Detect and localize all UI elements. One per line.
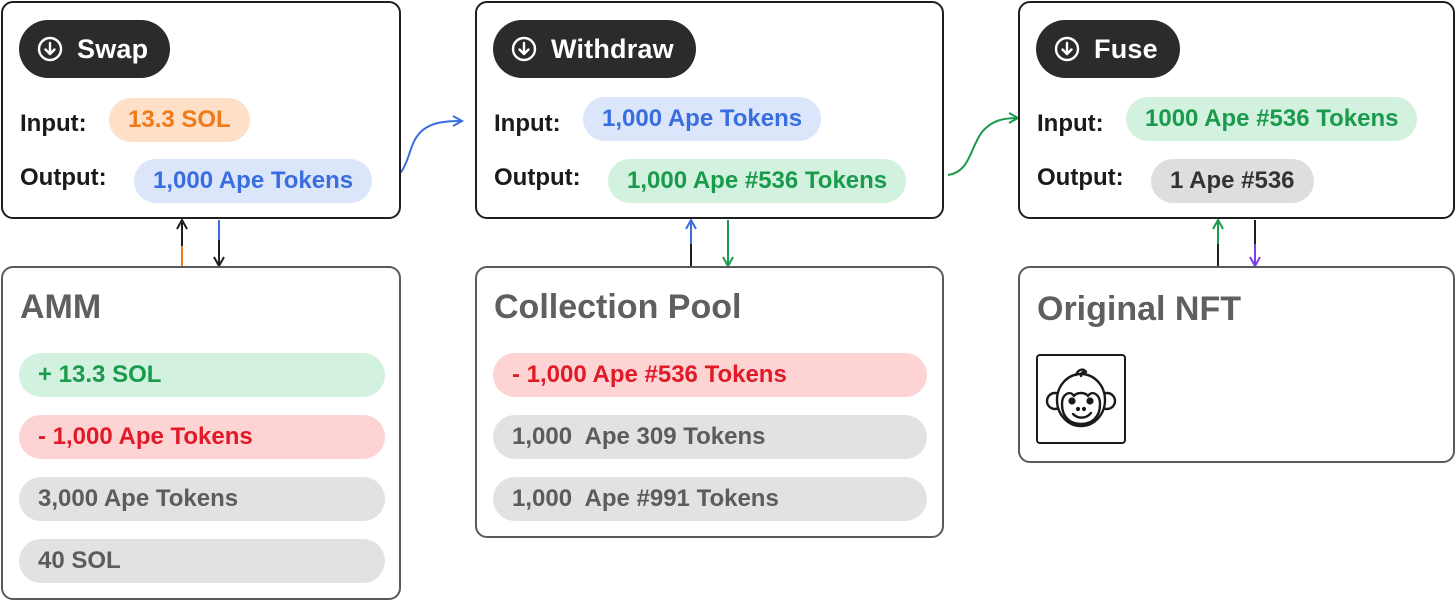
fuse-output-label: Output: xyxy=(1037,164,1124,191)
amm-item: - 1,000 Ape Tokens xyxy=(19,415,385,459)
swap-step-card: Swap Input: 13.3 SOL Output: 1,000 Ape T… xyxy=(1,1,401,219)
fuse-action-button[interactable]: Fuse xyxy=(1036,20,1180,78)
withdraw-output-label: Output: xyxy=(494,164,581,191)
withdraw-output-chip: 1,000 Ape #536 Tokens xyxy=(608,159,907,203)
download-circle-icon xyxy=(511,36,537,62)
amm-item: 40 SOL xyxy=(19,539,385,583)
monkey-face-icon xyxy=(1045,368,1117,428)
collection-pool-item: - 1,000 Ape #536 Tokens xyxy=(493,353,927,397)
collection-pool-title: Collection Pool xyxy=(494,288,742,326)
swap-action-button[interactable]: Swap xyxy=(19,20,171,78)
nft-thumbnail[interactable] xyxy=(1036,354,1126,444)
collection-pool-item: 1,000 Ape 309 Tokens xyxy=(493,415,927,459)
amm-title: AMM xyxy=(20,288,102,326)
download-circle-icon xyxy=(37,36,63,62)
withdraw-input-chip: 1,000 Ape Tokens xyxy=(583,97,822,141)
withdraw-step-card: Withdraw Input: 1,000 Ape Tokens Output:… xyxy=(475,1,944,219)
amm-item: + 13.3 SOL xyxy=(19,353,385,397)
swap-output-chip: 1,000 Ape Tokens xyxy=(134,159,373,203)
fuse-input-label: Input: xyxy=(1037,110,1104,137)
collection-pool-item: 1,000 Ape #991 Tokens xyxy=(493,477,927,521)
download-circle-icon xyxy=(1054,36,1080,62)
collection-pool-card: Collection Pool - 1,000 Ape #536 Tokens … xyxy=(475,266,944,538)
swap-output-label: Output: xyxy=(20,164,107,191)
withdraw-input-label: Input: xyxy=(494,110,561,137)
withdraw-action-button[interactable]: Withdraw xyxy=(493,20,696,78)
amm-item: 3,000 Ape Tokens xyxy=(19,477,385,521)
original-nft-card: Original NFT xyxy=(1018,266,1455,463)
swap-input-chip: 13.3 SOL xyxy=(109,98,250,142)
withdraw-action-label: Withdraw xyxy=(551,33,674,64)
fuse-action-label: Fuse xyxy=(1094,33,1158,64)
fuse-input-chip: 1000 Ape #536 Tokens xyxy=(1126,97,1418,141)
amm-card: AMM + 13.3 SOL - 1,000 Ape Tokens 3,000 … xyxy=(1,266,401,600)
fuse-step-card: Fuse Input: 1000 Ape #536 Tokens Output:… xyxy=(1018,1,1455,219)
original-nft-title: Original NFT xyxy=(1037,290,1241,328)
swap-action-label: Swap xyxy=(77,33,149,64)
swap-input-label: Input: xyxy=(20,110,87,137)
fuse-output-chip: 1 Ape #536 xyxy=(1151,159,1314,203)
withdraw-to-fuse-arrow xyxy=(947,118,1018,176)
